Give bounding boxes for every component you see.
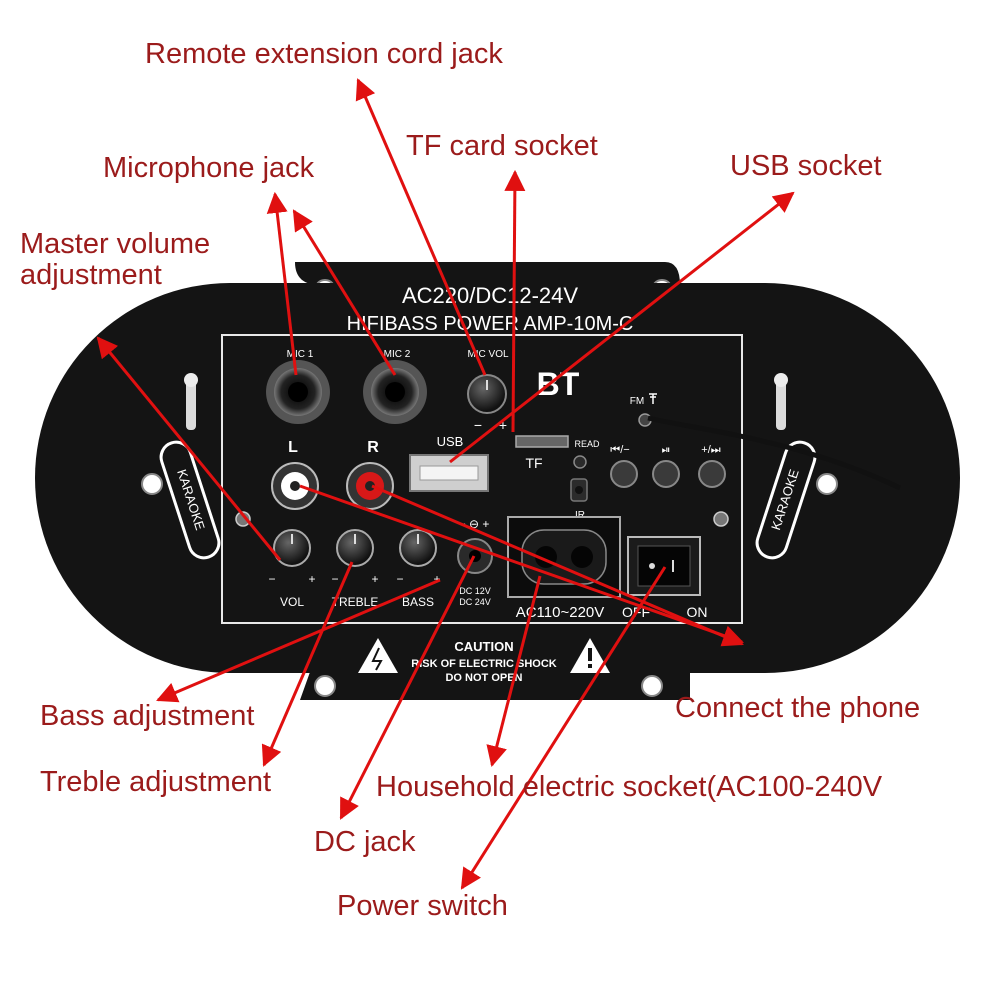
left-channel-label: L [288, 439, 298, 456]
warning-triangle-icon [570, 638, 610, 673]
panel-title-model: HIFIBASS POWER AMP-10M-C [347, 313, 634, 335]
label-usb-socket: USB socket [730, 150, 882, 182]
arrow-bass [156, 578, 441, 703]
usb-socket[interactable] [409, 454, 489, 492]
vol-minus: − [268, 572, 275, 586]
arrow-mic1 [266, 191, 298, 376]
arrow-household-socket [486, 575, 542, 768]
label-master-volume-line1: Master volume [20, 228, 211, 260]
dc-12v-label: DC 12V [459, 586, 491, 596]
panel-frame [221, 334, 743, 624]
tf-card-slot[interactable] [515, 435, 569, 448]
label-dc-jack: DC jack [314, 826, 416, 858]
next-label: +/⏭ [701, 444, 720, 456]
caution-do-not-open: DO NOT OPEN [445, 672, 522, 684]
prev-label: ⏮/− [610, 444, 629, 456]
arrow-master-volume [96, 336, 282, 561]
prev-button[interactable] [610, 460, 638, 488]
left-peg-icon [184, 373, 198, 430]
label-household-electric-socket: Household electric socket(AC100-240V [376, 771, 883, 803]
mic2-label: MIC 2 [384, 349, 411, 360]
next-button[interactable] [698, 460, 726, 488]
mic1-jack[interactable] [266, 360, 330, 424]
label-treble-adjustment: Treble adjustment [40, 766, 272, 798]
caution-risk: RISK OF ELECTRIC SHOCK [411, 658, 557, 670]
arrow-dc-jack [339, 555, 476, 820]
ir-receiver [570, 478, 588, 502]
ir-label: IR [575, 510, 585, 521]
arrow-power-switch [460, 566, 667, 890]
fm-antenna-wire [647, 415, 902, 491]
micvol-label: MIC VOL [467, 349, 509, 360]
mic2-jack[interactable] [363, 360, 427, 424]
bass-label: BASS [402, 595, 434, 609]
label-bass-adjustment: Bass adjustment [40, 700, 255, 732]
play-label: ⏯ [662, 444, 671, 456]
vol-knob[interactable] [273, 529, 311, 567]
arrow-phone-right [371, 484, 744, 647]
arrow-treble [261, 561, 354, 767]
right-peg-icon [774, 373, 788, 430]
warning-triangle-icon [358, 638, 398, 673]
mic1-label: MIC 1 [287, 349, 314, 360]
dc-jack[interactable] [457, 538, 493, 574]
treble-label: TREBLE [332, 595, 379, 609]
label-remote-extension-cord-jack: Remote extension cord jack [145, 38, 503, 70]
ac-voltage-label: AC110~220V [516, 604, 605, 621]
treble-minus: − [331, 572, 338, 586]
label-master-volume-line2: adjustment [20, 259, 162, 291]
bass-minus: − [396, 572, 403, 586]
karaoke-badge-right: KARAOKE [755, 440, 817, 560]
label-microphone-jack: Microphone jack [103, 152, 315, 184]
bass-plus: + [433, 572, 440, 586]
caution-title: CAUTION [454, 639, 513, 654]
tf-label: TF [525, 455, 542, 471]
vol-plus: + [308, 572, 315, 586]
arrow-tf-card [504, 169, 526, 433]
ac-power-socket[interactable] [507, 516, 621, 598]
label-power-switch: Power switch [337, 890, 508, 922]
panel-title-voltage: AC220/DC12-24V [402, 283, 578, 308]
label-tf-card-socket: TF card socket [406, 130, 598, 162]
treble-knob[interactable] [336, 529, 374, 567]
label-connect-the-phone: Connect the phone [675, 692, 921, 724]
right-channel-label: R [367, 439, 379, 456]
vol-label: VOL [280, 595, 304, 609]
karaoke-badge-left: KARAOKE [159, 440, 221, 560]
read-label: READ [574, 439, 600, 449]
power-switch[interactable] [627, 536, 701, 596]
arrow-mic2 [292, 209, 397, 376]
fm-label: FM [630, 396, 644, 407]
dc-24v-label: DC 24V [459, 597, 491, 607]
arrow-remote-jack [355, 78, 487, 376]
arrow-usb [449, 191, 795, 464]
callout-arrows [96, 78, 795, 890]
usb-plus: + [499, 417, 507, 433]
panel-body [35, 283, 960, 673]
bass-knob[interactable] [399, 529, 437, 567]
play-pause-button[interactable] [652, 460, 680, 488]
arrow-phone-left [299, 484, 744, 646]
read-led-icon [573, 455, 587, 469]
mic-vol-knob[interactable] [467, 374, 507, 414]
rca-left-jack[interactable] [271, 462, 319, 510]
rca-right-jack[interactable] [346, 462, 394, 510]
screw-icon [235, 511, 251, 527]
usb-minus: − [474, 417, 482, 433]
screw-icon [713, 511, 729, 527]
treble-plus: + [371, 572, 378, 586]
usb-label: USB [437, 434, 464, 449]
on-label: ON [687, 604, 708, 620]
antenna-icon [649, 393, 657, 404]
bt-label: BT [537, 366, 580, 402]
